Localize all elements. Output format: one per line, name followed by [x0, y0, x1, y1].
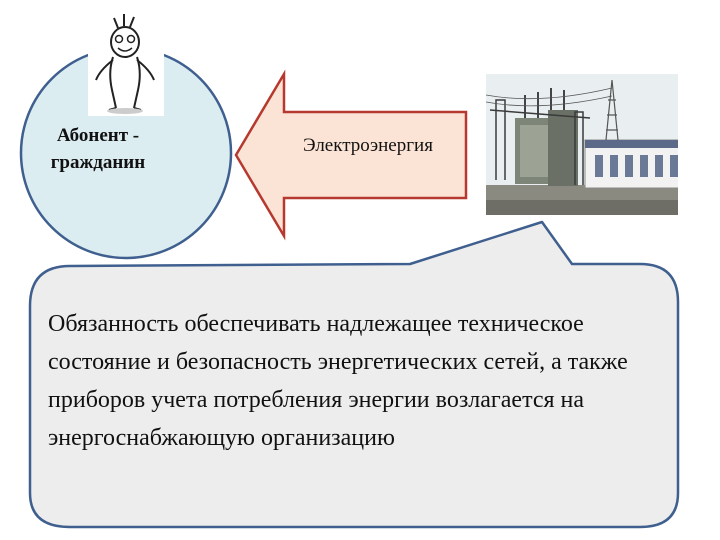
speech-bubble-shape: [28, 220, 680, 529]
energy-arrow-label: Электроэнергия: [303, 135, 433, 156]
cartoon-person-icon: [88, 14, 164, 116]
energy-arrow-shape: [234, 69, 468, 241]
subscriber-label: Абонент - гражданин: [50, 125, 146, 173]
speech-bubble-text: Обязанность обеспечивать надлежащее техн…: [48, 311, 628, 451]
substation-photo: [486, 74, 678, 215]
